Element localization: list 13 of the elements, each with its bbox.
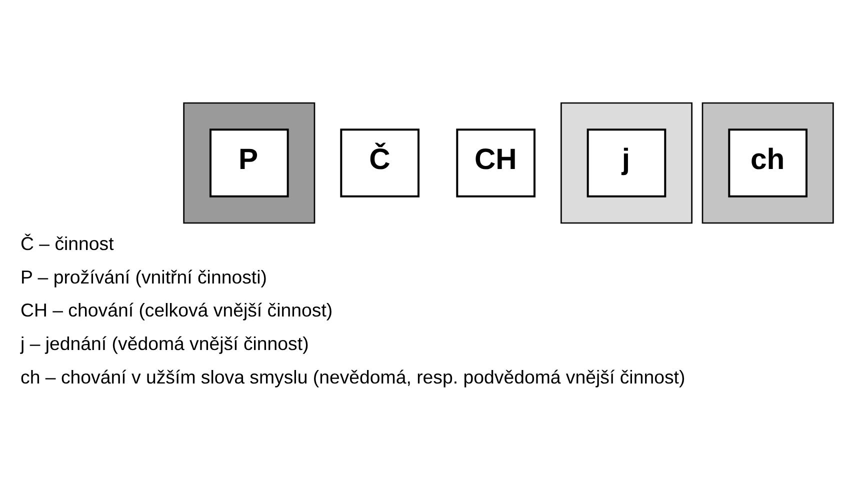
label: CH – chování (celková vnější činnost) bbox=[20, 300, 332, 321]
cluster bbox=[182, 102, 315, 224]
label: ch – chování v užším slova smyslu (nevědomá, resp. podvědomá vnější činnost) bbox=[20, 366, 685, 388]
node-box: ch bbox=[728, 128, 807, 198]
cluster bbox=[560, 102, 692, 224]
label: j – jednání (vědomá vnější činnost) bbox=[20, 332, 308, 354]
node-box: CH bbox=[456, 128, 535, 198]
node-box: j bbox=[586, 128, 666, 198]
label: Č – činnost bbox=[20, 232, 114, 254]
cluster bbox=[701, 102, 834, 224]
label: P – prožívání (vnitřní činnosti) bbox=[20, 266, 266, 288]
node-box: P bbox=[209, 128, 288, 198]
node-box: Č bbox=[340, 128, 419, 198]
